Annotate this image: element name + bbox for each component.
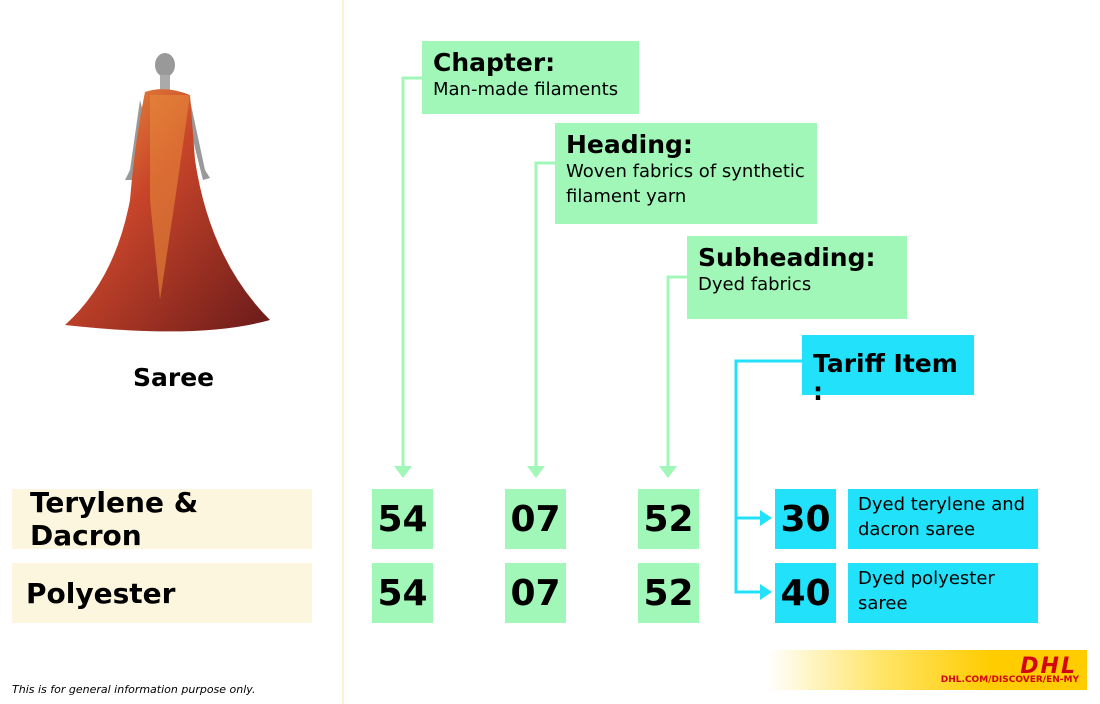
dhl-logo: DHL: [1020, 654, 1077, 679]
heading-box: Heading: Woven fabrics of synthetic fila…: [555, 123, 817, 224]
dhl-url[interactable]: DHL.COM/DISCOVER/EN-MY: [940, 675, 1079, 685]
row-label: Terylene & Dacron: [12, 486, 312, 552]
disclaimer: This is for general information purpose …: [12, 683, 256, 696]
subheading-box: Subheading: Dyed fabrics: [687, 236, 907, 319]
chapter-code: 54: [372, 563, 433, 623]
heading-title: Heading:: [566, 130, 693, 159]
chapter-desc: Man-made filaments: [433, 79, 619, 100]
product-name: Saree: [133, 363, 215, 392]
tariff-desc: Dyed terylene and dacron saree: [848, 489, 1038, 549]
heading-desc: Woven fabrics of synthetic filament yarn: [566, 161, 805, 207]
dhl-banner[interactable]: DHL DHL.COM/DISCOVER/EN-MY: [767, 650, 1087, 690]
tariff-box: Tariff Item :: [802, 335, 974, 406]
tariff-code: 30: [775, 489, 836, 549]
row-label: Polyester: [12, 563, 312, 623]
tariff-code: 40: [775, 563, 836, 623]
tariff-desc: Dyed polyester saree: [848, 563, 1038, 623]
chapter-code: 54: [372, 489, 433, 549]
subheading-title: Subheading:: [698, 243, 876, 272]
divider: [342, 0, 344, 704]
subheading-desc: Dyed fabrics: [698, 274, 812, 295]
chapter-box: Chapter: Man-made filaments: [422, 41, 639, 114]
chapter-title: Chapter:: [433, 48, 556, 77]
subheading-code: 52: [638, 489, 699, 549]
heading-code: 07: [505, 563, 566, 623]
heading-code: 07: [505, 489, 566, 549]
subheading-code: 52: [638, 563, 699, 623]
tariff-title: Tariff Item :: [813, 349, 958, 406]
